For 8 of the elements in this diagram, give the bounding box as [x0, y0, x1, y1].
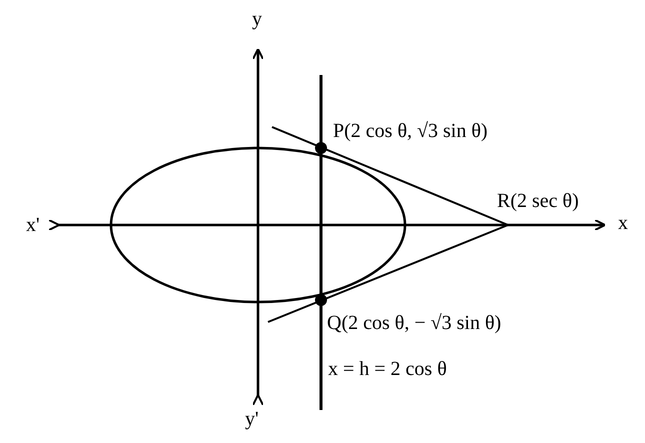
- axis-label: x: [618, 212, 628, 234]
- line-label: x = h = 2 cos θ: [328, 358, 447, 380]
- point-label: Q(2 cos θ, − √3 sin θ): [327, 312, 502, 334]
- axis-label: x': [26, 214, 40, 236]
- axis-label: y: [252, 8, 262, 30]
- point-label: P(2 cos θ, √3 sin θ): [333, 120, 488, 142]
- axis-label: y': [245, 408, 259, 430]
- point-label: R(2 sec θ): [497, 190, 579, 212]
